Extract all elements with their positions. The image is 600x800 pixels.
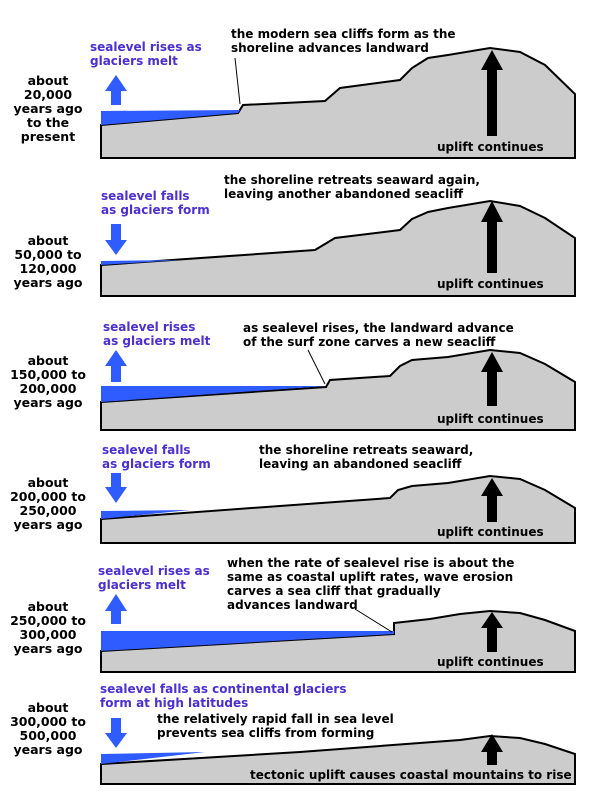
- annotation: the modern sea cliffs form as the shorel…: [231, 27, 456, 55]
- annotation: as sealevel rises, the landward advance …: [243, 321, 514, 349]
- age-label: about 300,000 to 500,000 years ago: [10, 700, 86, 757]
- water-body: [101, 631, 394, 651]
- cliff-pointer: [234, 57, 241, 105]
- uplift-label: tectonic uplift causes coastal mountains…: [250, 768, 572, 782]
- annotation: the shoreline retreats seaward, leaving …: [259, 443, 474, 471]
- uplift-label: uplift continues: [437, 412, 544, 426]
- annotation: the relatively rapid fall in sea level p…: [157, 712, 394, 740]
- land-profile: [100, 474, 576, 544]
- land-profile: [100, 609, 576, 673]
- sealevel-label: sealevel rises as glaciers melt: [90, 40, 202, 68]
- age-label: about 200,000 to 250,000 years ago: [10, 475, 86, 532]
- uplift-label: uplift continues: [437, 277, 544, 291]
- uplift-label: uplift continues: [437, 140, 544, 154]
- sealevel-label: sealevel falls as glaciers form: [102, 443, 211, 471]
- age-label: about 50,000 to 120,000 years ago: [13, 233, 83, 290]
- panel-2: [100, 199, 576, 297]
- panel-5: [100, 594, 576, 673]
- annotation: when the rate of sealevel rise is about …: [227, 556, 515, 612]
- age-label: about 20,000 years ago to the present: [13, 73, 83, 144]
- uplift-arrow-icon: [481, 734, 503, 765]
- sealevel-arrow-icon: [105, 473, 127, 503]
- age-label: about 250,000 to 300,000 years ago: [10, 599, 86, 656]
- sealevel-arrow-icon: [105, 594, 127, 624]
- sealevel-label: sealevel rises as glaciers melt: [103, 320, 211, 348]
- age-label: about 150,000 to 200,000 years ago: [10, 353, 86, 410]
- cliff-pointer: [307, 349, 326, 385]
- land-profile: [100, 348, 576, 431]
- uplift-arrow-icon: [481, 612, 503, 652]
- uplift-label: uplift continues: [437, 655, 544, 669]
- water-body: [101, 752, 205, 764]
- uplift-arrow-icon: [481, 352, 503, 406]
- water-body: [101, 260, 180, 265]
- sealevel-arrow-icon: [105, 350, 127, 382]
- land-profile: [100, 46, 576, 159]
- panel-4: [100, 473, 576, 544]
- sealevel-arrow-icon: [105, 224, 127, 255]
- water-body: [101, 510, 190, 519]
- uplift-arrow-icon: [481, 478, 503, 522]
- uplift-label: uplift continues: [437, 525, 544, 539]
- panel-6: [100, 718, 576, 785]
- panel-1: [100, 46, 576, 159]
- sealevel-arrow-icon: [105, 75, 127, 105]
- sealevel-label: sealevel rises as glaciers melt: [98, 564, 210, 592]
- sealevel-label: sealevel falls as glaciers form: [101, 189, 210, 217]
- panel-3: [100, 348, 576, 431]
- annotation: the shoreline retreats seaward again, le…: [224, 173, 480, 201]
- water-body: [101, 386, 326, 402]
- uplift-arrow-icon: [481, 50, 503, 136]
- cliff-pointer: [354, 608, 393, 633]
- sealevel-label: sealevel falls as continental glaciers f…: [100, 682, 347, 710]
- land-profile: [100, 734, 576, 785]
- uplift-arrow-icon: [481, 201, 503, 273]
- land-profile: [100, 199, 576, 297]
- water-body: [101, 110, 240, 125]
- sealevel-arrow-icon: [105, 718, 127, 748]
